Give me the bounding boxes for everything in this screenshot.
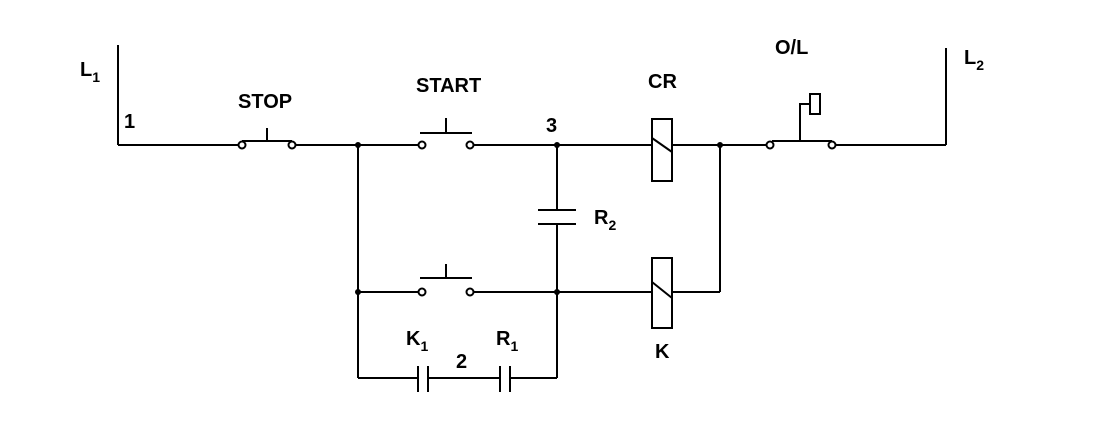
stop-label: STOP <box>238 91 292 113</box>
k1-label: K1 <box>406 328 428 354</box>
junction-dot <box>355 289 361 295</box>
node-2-label: 2 <box>456 351 467 373</box>
l1-label: L1 <box>80 59 100 85</box>
node-1-label: 1 <box>124 111 135 133</box>
junction-dot <box>355 142 361 148</box>
k-coil <box>651 257 673 329</box>
r2-label: R2 <box>594 207 616 233</box>
stop-button <box>237 128 297 150</box>
junction-dot <box>554 289 560 295</box>
cr-label: CR <box>648 71 677 93</box>
k1-capacitor <box>417 366 429 392</box>
start-button <box>417 118 475 150</box>
cr-coil <box>651 118 673 182</box>
node-3-label: 3 <box>546 115 557 137</box>
start-label: START <box>416 75 481 97</box>
overload-contact <box>765 93 837 150</box>
second-push-button <box>417 264 475 297</box>
junction-dot <box>717 142 723 148</box>
r1-label: R1 <box>496 328 518 354</box>
r2-capacitor <box>538 209 576 225</box>
junction-dot <box>554 142 560 148</box>
k-label: K <box>655 341 670 363</box>
ol-label: O/L <box>775 37 808 59</box>
l2-label: L2 <box>964 47 984 73</box>
r1-capacitor <box>499 366 511 392</box>
